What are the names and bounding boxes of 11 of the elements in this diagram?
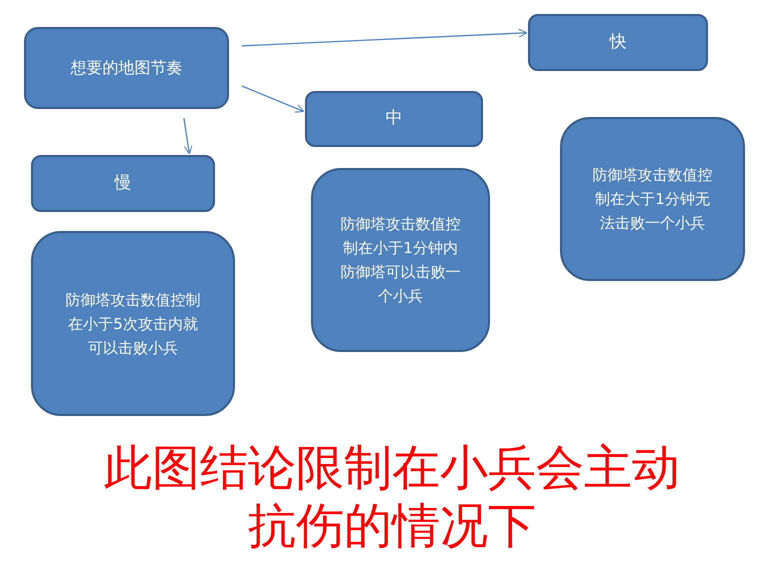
rounded-box: 防御塔攻击数值控制在小于5次攻击内就可以击败小兵	[31, 231, 235, 416]
rounded-box: 中	[305, 91, 483, 147]
rounded-box: 慢	[31, 155, 215, 212]
arrow	[242, 85, 304, 113]
arrow	[183, 118, 193, 154]
rounded-box: 想要的地图节奏	[24, 27, 229, 109]
arrow	[242, 28, 528, 46]
rounded-box: 快	[528, 14, 708, 71]
note-text: 此图结论限制在小兵会主动抗伤的情况下	[103, 440, 681, 556]
rounded-box: 防御塔攻击数值控制在大于1分钟无法击败一个小兵	[560, 117, 745, 281]
rounded-box: 防御塔攻击数值控制在小于1分钟内防御塔可以击败一个小兵	[311, 168, 490, 352]
